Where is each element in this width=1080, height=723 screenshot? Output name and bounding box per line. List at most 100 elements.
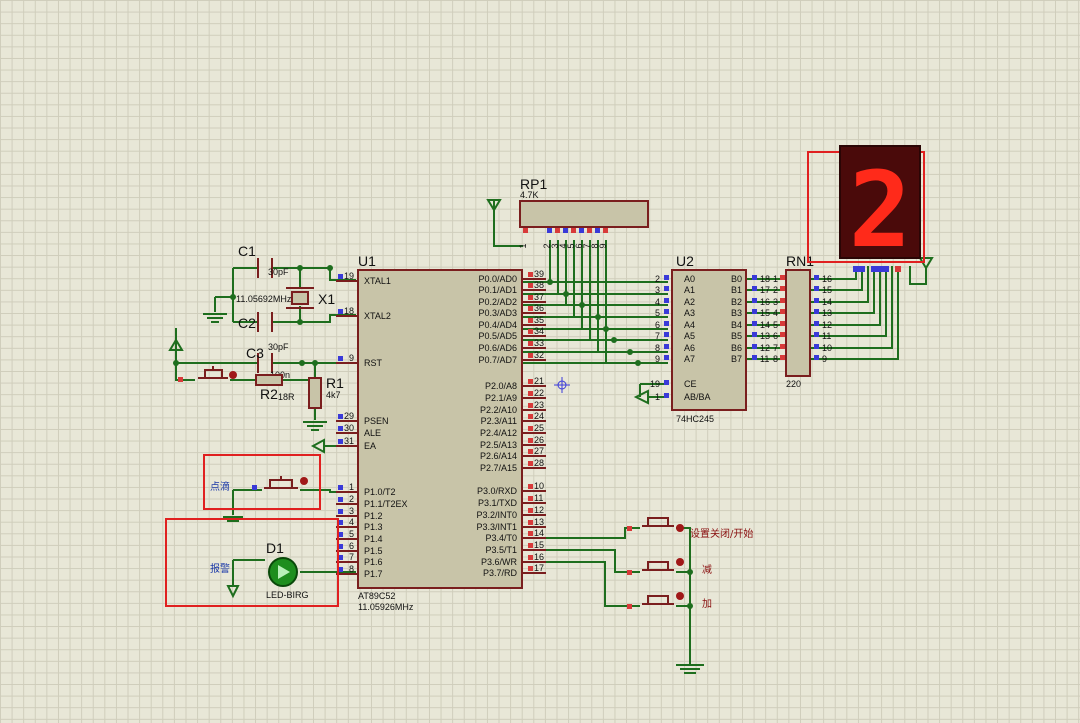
pin-marker <box>523 228 528 233</box>
d1-part: LED-BIRG <box>266 590 309 600</box>
pin-number: 7 <box>655 331 660 341</box>
c2-ref: C2 <box>238 315 256 331</box>
pin-number: 7 <box>582 243 592 248</box>
pin-number: 6 <box>773 331 778 341</box>
u2-part: 74HC245 <box>676 414 714 424</box>
setting-button[interactable]: 设置关闭/开始 <box>627 517 753 540</box>
pin-name: A7 <box>684 354 695 364</box>
point-drop-button[interactable]: 点滴 <box>203 454 321 510</box>
x1-value: 11.05692MHz <box>236 294 292 304</box>
pin-name: P3.0/RXD <box>477 486 518 496</box>
point-drop-highlight <box>203 454 321 510</box>
r2-resistor[interactable]: R2 18R <box>255 374 295 402</box>
reset-button[interactable] <box>178 366 237 382</box>
pin-number: 8 <box>655 343 660 353</box>
pin-name: A3 <box>684 308 695 318</box>
c2-value: 30pF <box>268 342 289 352</box>
pin-number: 11 <box>760 354 769 364</box>
pin-name: P1.7 <box>364 569 383 579</box>
pin-number: 9 <box>822 354 827 364</box>
pin-number: 8 <box>773 354 778 364</box>
pin-number: 12 <box>534 505 544 515</box>
pin-number: 9 <box>655 354 660 364</box>
minus-label: 减 <box>702 564 712 576</box>
alarm-led-group[interactable]: D1 LED-BIRG 报警 <box>165 518 339 607</box>
pin-marker <box>571 228 576 233</box>
pin-name: P1.6 <box>364 557 383 567</box>
power-arrow-icon <box>168 328 184 351</box>
pin-marker <box>338 520 343 525</box>
pin-number: 7 <box>773 343 778 353</box>
pin-number: 23 <box>534 400 544 410</box>
pin-name: P2.7/A15 <box>480 463 517 473</box>
pin-name: B3 <box>731 308 742 318</box>
pin-name: P0.7/AD7 <box>478 355 517 365</box>
pin-marker <box>780 344 785 349</box>
pin-number: 9 <box>349 353 354 363</box>
pin-marker <box>528 566 533 571</box>
rp1-ref: RP1 <box>520 176 547 192</box>
pin-number: 12 <box>822 320 832 330</box>
ground-icon <box>223 516 243 522</box>
minus-button[interactable]: 减 <box>627 558 712 576</box>
pin-marker <box>563 228 568 233</box>
pin-marker <box>338 414 343 419</box>
plus-button[interactable]: 加 <box>627 592 712 610</box>
c2-capacitor[interactable]: C2 30pF <box>238 312 289 352</box>
pin-number: 18 <box>344 306 354 316</box>
pin-number: 3 <box>655 285 660 295</box>
pin-number: 33 <box>534 338 544 348</box>
pin-name: P2.4/A12 <box>480 428 517 438</box>
pin-name: P1.3 <box>364 522 383 532</box>
pin-number: 2 <box>542 243 552 248</box>
pin-marker <box>814 355 819 360</box>
pin-number: 2 <box>773 285 778 295</box>
pin-marker <box>528 531 533 536</box>
c1-capacitor[interactable]: C1 30pF <box>238 243 289 278</box>
pin-marker <box>528 272 533 277</box>
pin-name: P3.3/INT1 <box>476 522 517 532</box>
pin-number: 29 <box>344 411 354 421</box>
pin-marker <box>338 485 343 490</box>
pin-number: 13 <box>760 331 770 341</box>
pin-name: EA <box>364 441 376 451</box>
pin-marker <box>664 321 669 326</box>
x1-crystal[interactable]: X1 11.05692MHz <box>236 287 335 309</box>
pin-name: B7 <box>731 354 742 364</box>
pin-name: P0.4/AD4 <box>478 320 517 330</box>
pin-number: 19 <box>344 271 354 281</box>
pin-name: P1.5 <box>364 546 383 556</box>
pin-marker <box>338 567 343 572</box>
pin-marker <box>814 275 819 280</box>
pin-number: 9 <box>598 243 608 248</box>
pin-marker <box>752 286 757 291</box>
pin-number: 14 <box>534 528 544 538</box>
x1-ref: X1 <box>318 291 335 307</box>
pin-marker <box>528 306 533 311</box>
pin-marker <box>752 344 757 349</box>
junctions <box>173 265 693 609</box>
pin-number: 15 <box>822 285 832 295</box>
pin-marker <box>338 309 343 314</box>
pin-number: 3 <box>349 506 354 516</box>
r1-resistor[interactable]: R1 4k7 <box>308 375 344 409</box>
pin-number: 32 <box>534 350 544 360</box>
pin-marker <box>752 321 757 326</box>
pin-number: 2 <box>655 274 660 284</box>
pin-marker <box>528 438 533 443</box>
pin-name: P2.0/A8 <box>485 381 517 391</box>
pin-name: P3.1/TXD <box>478 498 518 508</box>
pin-marker <box>528 414 533 419</box>
pin-number: 3 <box>550 243 560 248</box>
pin-marker <box>338 356 343 361</box>
seven-segment-display[interactable]: 2 <box>807 145 925 272</box>
pin-marker <box>664 309 669 314</box>
pin-marker <box>664 355 669 360</box>
pin-number: 34 <box>534 326 544 336</box>
